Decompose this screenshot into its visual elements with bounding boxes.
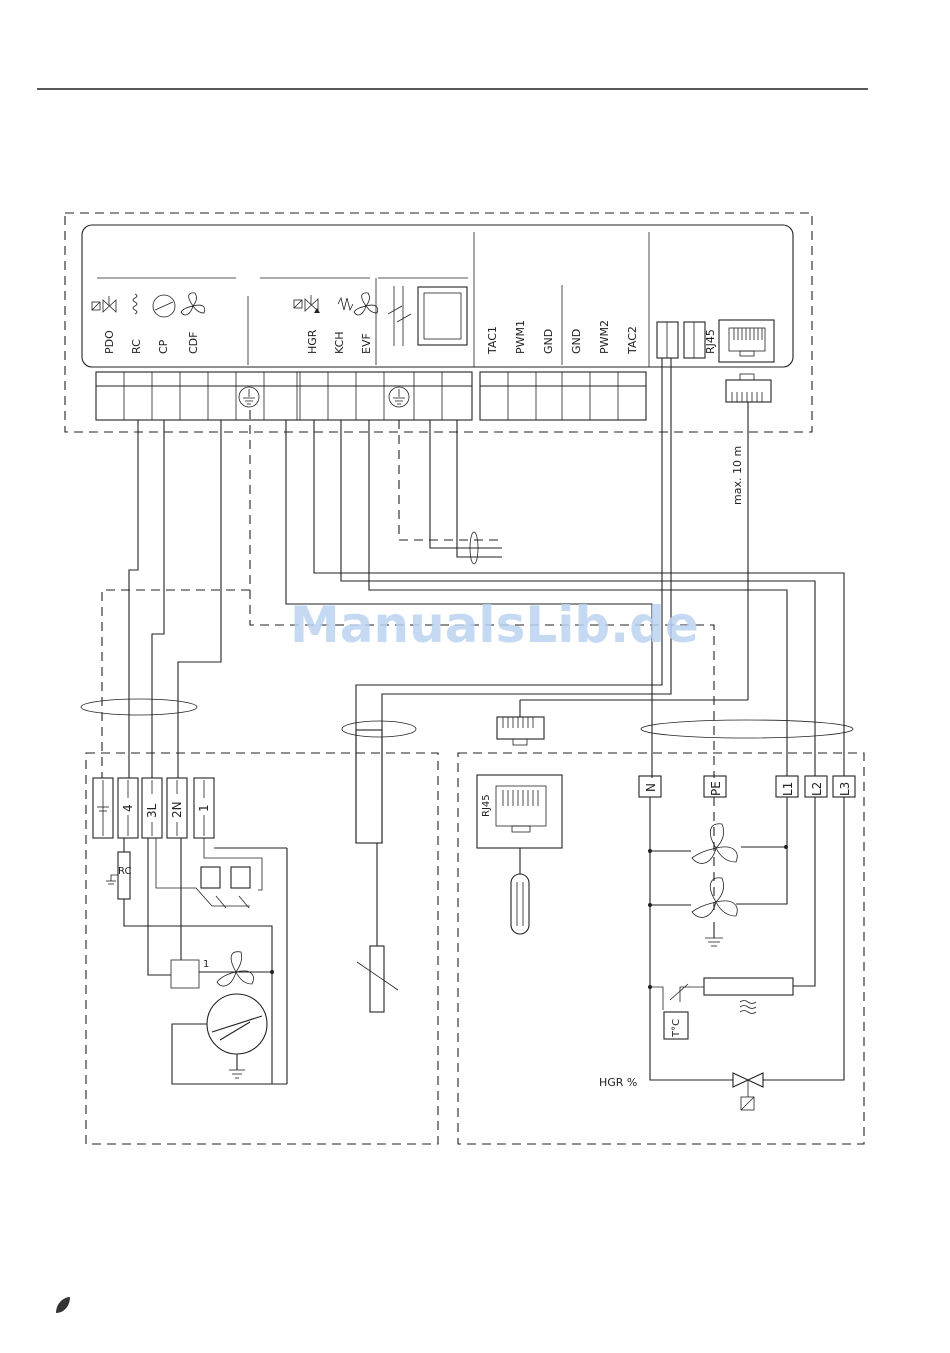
terminal-pe-label: PE xyxy=(709,781,723,796)
connector-block-2 xyxy=(684,322,705,358)
label-gnd-2: GND xyxy=(570,329,583,354)
watermark: ManualsLib.de xyxy=(290,596,699,654)
contactor-icon xyxy=(388,286,411,346)
fan-icon xyxy=(181,293,205,315)
defrost-heater xyxy=(704,978,793,995)
evaporator-fan-icon xyxy=(354,293,378,315)
rj45-socket-label: RJ45 xyxy=(481,794,492,817)
hgr-valve-icon xyxy=(294,295,320,313)
sensor-cable-box xyxy=(356,730,382,843)
rj45-cable-probe xyxy=(511,874,529,934)
thermostat-label: T°C xyxy=(671,1019,682,1038)
terminal-2n-label: 2N xyxy=(170,801,184,818)
capacitor-box xyxy=(171,960,199,988)
compressor-motor-icon xyxy=(207,994,267,1054)
terminal-4-label: 4 xyxy=(121,804,135,812)
fan-number-label: 1 xyxy=(203,959,209,970)
terminal-1-label: 1 xyxy=(197,804,211,812)
heater-coil-icon xyxy=(133,294,137,314)
heat-wave-icon xyxy=(740,1001,756,1014)
rc-label: RC xyxy=(118,866,131,877)
label-gnd-1: GND xyxy=(542,329,555,354)
max-cable-length: max. 10 m xyxy=(731,446,744,505)
evaporator-unit-dashed-box xyxy=(458,753,864,1144)
relay-coil-1 xyxy=(201,867,220,888)
terminal-strip-signals xyxy=(480,372,646,420)
label-rj45-top: RJ45 xyxy=(704,329,717,354)
terminal-l2-label: L2 xyxy=(810,782,824,796)
cable-bundle-left xyxy=(81,699,197,715)
label-pdo: PDO xyxy=(103,330,116,354)
terminal-l1-label: L1 xyxy=(781,782,795,796)
rj45-plug-top-icon xyxy=(726,374,771,402)
condenser-fan-icon xyxy=(217,952,253,986)
rj45-socket-top-icon xyxy=(719,320,774,362)
label-pwm2: PWM2 xyxy=(598,320,611,354)
evaporator-fan-1-icon xyxy=(692,824,737,864)
label-rc: RC xyxy=(130,339,143,354)
connector-block-1 xyxy=(657,322,678,358)
rj45-plug-mid-icon xyxy=(497,717,544,745)
compressor-unit-dashed-box xyxy=(86,753,438,1144)
hgr-solenoid-valve-icon xyxy=(733,1073,763,1110)
relay-coil-2 xyxy=(231,867,250,888)
label-cp: CP xyxy=(157,339,170,354)
label-kch: KCH xyxy=(333,331,346,354)
evaporator-unit: RJ45 N PE L1 L2 L3 xyxy=(458,753,864,1144)
label-pwm1: PWM1 xyxy=(514,320,527,354)
label-tac2: TAC2 xyxy=(626,326,639,355)
hgr-percent-label: HGR % xyxy=(599,1076,637,1089)
terminal-l3-label: L3 xyxy=(838,782,852,796)
label-cdf: CDF xyxy=(187,332,200,354)
terminal-strip xyxy=(96,372,472,420)
control-unit: PDO RC CP CDF HGR KCH EVF TAC1 PWM1 GND … xyxy=(65,213,812,432)
terminal-3l-label: 3L xyxy=(145,803,159,818)
terminal-n-label: N xyxy=(644,783,658,792)
display-screen-icon xyxy=(418,287,467,345)
cable-bundle-right xyxy=(641,720,853,738)
compressor-icon xyxy=(153,295,175,317)
label-tac1: TAC1 xyxy=(486,326,499,355)
leaf-logo-icon xyxy=(56,1297,70,1313)
cable-bundle-middle xyxy=(342,721,416,737)
evaporator-fan-2-icon xyxy=(692,878,737,918)
resistor-wave-icon xyxy=(338,298,353,310)
compressor-unit: 4 3L 2N 1 RC 1 xyxy=(86,730,438,1144)
label-hgr: HGR xyxy=(306,329,319,354)
label-evf: EVF xyxy=(360,333,373,354)
solenoid-valve-icon xyxy=(92,296,116,312)
